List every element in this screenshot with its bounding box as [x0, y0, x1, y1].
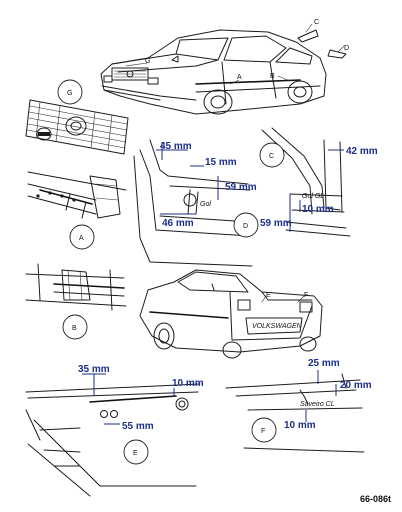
meas-c-10: 10 mm: [302, 204, 334, 215]
callout-d: D: [243, 223, 248, 230]
meas-f-10: 10 mm: [284, 420, 316, 431]
callout-d-top: D: [344, 45, 349, 52]
detail-a-side-molding: [27, 171, 127, 219]
meas-e-55: 55 mm: [122, 421, 154, 432]
meas-c-59: 59 mm: [260, 218, 292, 229]
svg-text:Gol: Gol: [200, 201, 211, 208]
callout-circle-a: [69, 224, 95, 250]
callout-f-car: F: [304, 292, 308, 299]
rear-plate-text: VOLKSWAGEN: [252, 323, 303, 330]
svg-text:Gol GL: Gol GL: [302, 193, 324, 200]
figure-reference: 66-086t: [360, 494, 391, 504]
detail-b-rear-molding: [25, 263, 127, 311]
callout-circle-g: [57, 79, 83, 105]
meas-f-20: 20 mm: [340, 380, 372, 391]
detail-g-grille: [25, 99, 129, 155]
callout-b-top: B: [270, 73, 275, 80]
callout-e-car: E: [266, 292, 271, 299]
meas-c-42: 42 mm: [346, 146, 378, 157]
callout-e: E: [133, 450, 138, 457]
f-emblem-text: Saveiro CL: [300, 401, 335, 408]
callout-a-top: A: [237, 74, 242, 81]
pickup-car-illustration: VOLKSWAGEN: [139, 269, 323, 359]
callout-circle-c: [259, 142, 285, 168]
meas-e-10: 10 mm: [172, 378, 204, 389]
hatchback-car-illustration: [100, 23, 347, 115]
callout-c-top: C: [314, 19, 319, 26]
detail-c-pillar: Gol GL: [261, 127, 351, 237]
callout-circle-d: [233, 212, 259, 238]
meas-e-35: 35 mm: [78, 364, 110, 375]
meas-d-15: 15 mm: [205, 157, 237, 168]
callout-f: F: [261, 428, 265, 435]
callout-b: B: [72, 325, 77, 332]
meas-d-45: 45 mm: [160, 141, 192, 152]
callout-a: A: [79, 235, 84, 242]
callout-g-top: G: [145, 58, 150, 65]
meas-d-59: 59 mm: [225, 182, 257, 193]
callout-circle-e: [123, 439, 149, 465]
callout-circle-b: [62, 314, 88, 340]
meas-d-46: 46 mm: [162, 218, 194, 229]
callout-c: C: [269, 153, 274, 160]
callout-circle-f: [251, 417, 277, 443]
detail-e-rear-molding: [25, 383, 201, 497]
callout-g: G: [67, 90, 72, 97]
meas-f-25: 25 mm: [308, 358, 340, 369]
